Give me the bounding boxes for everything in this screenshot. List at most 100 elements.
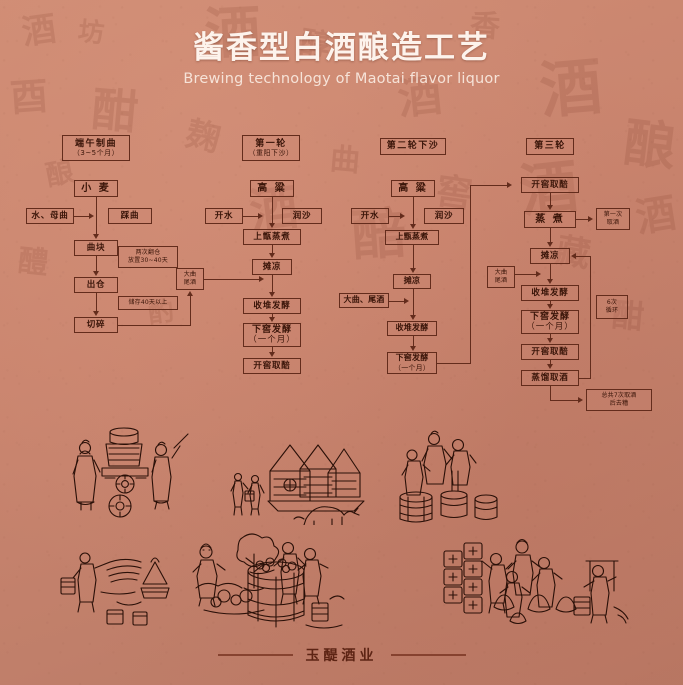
node-sorghum-r1: 高 粱 xyxy=(250,180,294,197)
node-pit-ferment-r3: 下窖发酵 （一个月） xyxy=(521,310,579,334)
page-title-en: Brewing technology of Maotai flavor liqu… xyxy=(183,71,500,87)
node-open-pit-2-r3-label: 开窖取醅 xyxy=(531,347,569,357)
node-cool-r3-label: 摊凉 xyxy=(540,251,560,261)
column-header-2: 第一轮 （重阳下沙） xyxy=(242,135,300,161)
node-steam-r3-label: 蒸 煮 xyxy=(535,213,565,225)
connector-distill-to-final-v xyxy=(550,386,551,400)
node-moisten-r1: 润沙 xyxy=(282,208,322,224)
node-boiling-water-r2-label: 开水 xyxy=(360,211,380,221)
connector-daqu-to-trunk-r2 xyxy=(389,301,405,302)
node-pile-ferment-r1-label: 收堆发酵 xyxy=(253,301,291,311)
illustration-granary-kilns xyxy=(230,444,365,525)
arrowhead-to-out-bin xyxy=(93,271,99,276)
node-out-bin: 出仓 xyxy=(74,277,118,293)
node-pit-ferment-r1-sub: （一个月） xyxy=(248,335,296,346)
connector-r2-to-r3-h1 xyxy=(437,363,470,364)
node-pile-ferment-r2: 收堆发酵 xyxy=(387,321,437,336)
node-open-pit-r1: 开窖取醅 xyxy=(243,358,301,374)
node-pile-ferment-r3: 收堆发酵 xyxy=(521,285,579,301)
illustration-band xyxy=(0,415,683,640)
node-daqu-tail-liquor-r3: 大曲 尾酒 xyxy=(487,266,515,288)
node-cool-r3: 摊凉 xyxy=(530,248,570,264)
arrowhead-to-openpit2 xyxy=(547,338,553,343)
arrowhead-to-daqu-tail-1 xyxy=(187,291,193,296)
node-pit-ferment-r2: 下窖发酵 （一个月） xyxy=(387,352,437,374)
node-cool-r1: 摊凉 xyxy=(252,259,292,275)
illustration-harvest xyxy=(60,552,170,626)
node-boiling-water-r1: 开水 xyxy=(205,208,243,224)
note-six-cycles: 6次 循环 xyxy=(596,295,628,319)
connector-distill-to-final-h xyxy=(550,400,578,401)
node-pile-ferment-r1: 收堆发酵 xyxy=(243,298,301,314)
connector-pit-to-openpit2 xyxy=(550,334,551,338)
connector-pile-to-pit-r3 xyxy=(550,301,551,304)
connector-cool-to-pile-r1 xyxy=(272,275,273,292)
title-block: 酱香型白酒酿造工艺 Brewing technology of Maotai f… xyxy=(0,22,683,87)
connector-water-to-trunk-r1 xyxy=(243,216,259,217)
node-open-pit-r3-label: 开窖取醅 xyxy=(531,180,569,190)
illustration-big-barrel xyxy=(247,557,345,629)
arrowhead-water-trunk-r2 xyxy=(400,213,405,219)
arrowhead-to-distill xyxy=(547,364,553,369)
arrowhead-daqu-trunk-r2 xyxy=(404,298,409,304)
node-wheat-label: 小 麦 xyxy=(81,182,111,194)
connector-cool-to-pile-r2 xyxy=(413,289,414,315)
note-two-turns-label: 两次翻仓 放置30~40天 xyxy=(128,248,168,264)
arrowhead-to-openpit-r1 xyxy=(269,352,275,357)
node-moisten-r2-label: 润沙 xyxy=(434,211,454,221)
node-steam-r2-label: 上甑蒸煮 xyxy=(395,232,429,242)
arrowhead-water-trunk-r1 xyxy=(258,213,263,219)
node-cut-up-label: 切碎 xyxy=(86,320,106,330)
node-boiling-water-r1-label: 开水 xyxy=(214,211,234,221)
note-six-cycles-label: 6次 循环 xyxy=(605,298,619,314)
connector-pile-to-pit-r1 xyxy=(272,314,273,317)
node-cool-r2-label: 摊凉 xyxy=(403,276,421,286)
arrowhead-to-pile-r3 xyxy=(547,279,553,284)
node-steam-r1-label: 上甑蒸煮 xyxy=(253,232,291,242)
node-moisten-r2: 润沙 xyxy=(424,208,464,224)
node-daqu-tail-liquor-r2-label: 大曲、尾酒 xyxy=(343,295,385,305)
arrowhead-to-steam-r3 xyxy=(547,205,553,210)
connector-r2-to-r3-h2 xyxy=(470,185,510,186)
node-pit-ferment-r1: 下窖发酵 （一个月） xyxy=(243,323,301,347)
connector-sorghum-to-steam-r2 xyxy=(413,197,414,224)
illustration-steaming-cart xyxy=(72,427,189,518)
arrowhead-to-pile-r1 xyxy=(269,292,275,297)
node-out-bin-label: 出仓 xyxy=(86,280,106,290)
arrowhead-to-pit-r3 xyxy=(547,304,553,309)
connector-steam-to-cool-r1 xyxy=(272,245,273,253)
note-store-40-days: 储存40天以上 xyxy=(118,296,178,310)
node-qu-block: 曲块 xyxy=(74,240,118,256)
node-open-pit-2-r3: 开窖取醅 xyxy=(521,344,579,360)
arrowhead-to-pit-r2 xyxy=(410,346,416,351)
arrowhead-to-firstdraw xyxy=(588,216,593,222)
connector-cool-to-pile-r3 xyxy=(550,264,551,279)
node-water-mother-qu: 水、母曲 xyxy=(26,208,74,224)
connector-outbin-to-cut xyxy=(96,293,97,311)
node-water-mother-qu-label: 水、母曲 xyxy=(31,211,69,221)
node-distill-liquor-label: 蒸馏取酒 xyxy=(531,373,569,383)
node-pit-ferment-r3-sub: （一个月） xyxy=(526,322,574,333)
column-header-1-sub: （3~5个月） xyxy=(72,149,120,158)
node-steam-r1: 上甑蒸煮 xyxy=(243,229,301,245)
connector-cut-to-daqu-v xyxy=(190,296,191,326)
node-daqu-tail-liquor-r2: 大曲、尾酒 xyxy=(339,293,389,308)
node-daqu-tail-liquor-1: 大曲 尾酒 xyxy=(176,268,204,290)
connector-steam-to-cool-r3 xyxy=(550,228,551,242)
note-seven-draws-final: 总共7次取酒 后去糟 xyxy=(586,389,652,411)
node-boiling-water-r2: 开水 xyxy=(351,208,389,224)
process-flowchart: 端午制曲 （3~5个月） 小 麦 水、母曲 踩曲 曲块 两次翻仓 放置30~40… xyxy=(26,135,652,411)
note-seven-draws-final-label: 总共7次取酒 后去糟 xyxy=(601,391,637,407)
node-pit-ferment-r2-label: 下窖发酵 xyxy=(395,352,429,362)
connector-cut-to-daqu xyxy=(118,325,190,326)
footer-brand-text: 玉醍酒业 xyxy=(305,648,378,664)
column-header-1-title: 端午制曲 xyxy=(74,138,117,149)
connector-daqu-to-trunk-r3 xyxy=(515,274,537,275)
node-open-pit-r3: 开窖取醅 xyxy=(521,177,579,193)
illustration-jar-stacking xyxy=(443,538,629,625)
node-pit-ferment-r3-label: 下窖发酵 xyxy=(529,311,570,322)
connector-wheat-to-block xyxy=(96,197,97,235)
node-pit-ferment-r2-sub: （一个月） xyxy=(394,363,430,372)
connector-sorghum-to-steam-r1 xyxy=(272,197,273,223)
